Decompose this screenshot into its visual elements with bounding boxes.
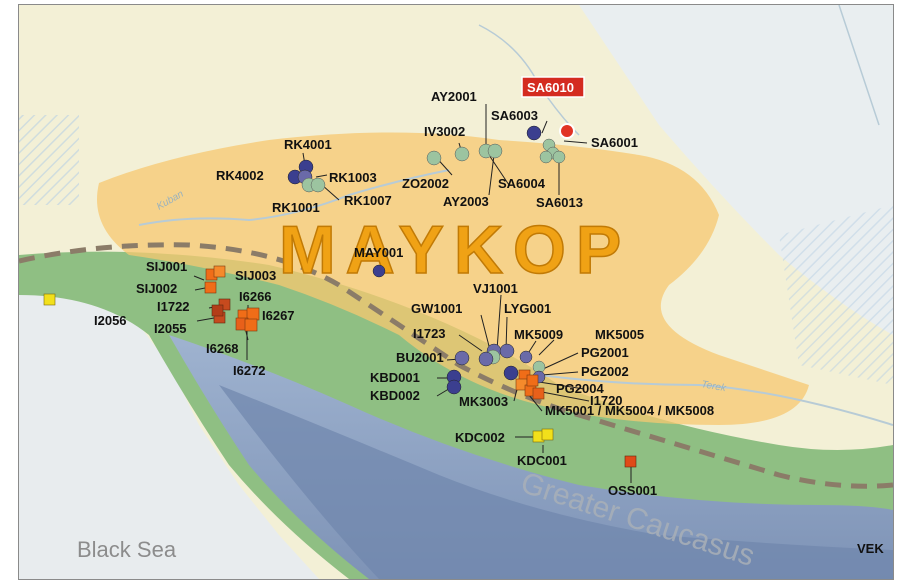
highlight-label: SA6010 <box>527 80 574 95</box>
marker-I6272[interactable] <box>244 318 258 332</box>
marker-SA6004[interactable] <box>539 150 553 164</box>
marker-SIJ003[interactable] <box>213 265 226 278</box>
marker-I1723[interactable] <box>478 351 494 367</box>
label-LYG001: LYG001 <box>504 301 551 316</box>
label-I1722: I1722 <box>157 299 190 314</box>
label-MK5009: MK5009 <box>514 327 563 342</box>
label-MK5005: MK5005 <box>595 327 644 342</box>
marker-MAY001[interactable] <box>372 264 386 278</box>
label-SA6013: SA6013 <box>536 195 583 210</box>
culture-label: MAYKOP <box>279 212 631 288</box>
label-I2056: I2056 <box>94 313 127 328</box>
marker-LYG001[interactable] <box>499 343 515 359</box>
black-sea-area <box>19 275 319 579</box>
label-KBD002: KBD002 <box>370 388 420 403</box>
label-KDC002: KDC002 <box>455 430 505 445</box>
kuban-river <box>138 169 450 226</box>
marker-I2056[interactable] <box>211 304 224 317</box>
square-markers <box>43 265 637 468</box>
map-figure: MAYKOP Black Sea Greater Caucasus Kuban … <box>18 4 894 580</box>
label-AY2001: AY2001 <box>431 89 477 104</box>
label-SA6003: SA6003 <box>491 108 538 123</box>
label-GW1001: GW1001 <box>411 301 462 316</box>
marker-BU2001[interactable] <box>454 350 470 366</box>
mountain-high <box>219 385 893 579</box>
marker-KDC001[interactable] <box>541 428 554 441</box>
label-MK3003: MK3003 <box>459 394 508 409</box>
label-AY2003: AY2003 <box>443 194 489 209</box>
label-MK5001: MK5001 / MK5004 / MK5008 <box>545 403 714 418</box>
label-I6267: I6267 <box>262 308 295 323</box>
label-SIJ001: SIJ001 <box>146 259 187 274</box>
label-PG2004: PG2004 <box>556 381 604 396</box>
label-I1720: I1720 <box>590 393 623 408</box>
markers <box>287 123 575 395</box>
label-I1723: I1723 <box>413 326 446 341</box>
label-PG2002: PG2002 <box>581 364 629 379</box>
marker-KBD002[interactable] <box>446 379 462 395</box>
marker-SA6013[interactable] <box>552 150 566 164</box>
label-KBD001: KBD001 <box>370 370 420 385</box>
marker-I6267[interactable] <box>246 307 260 321</box>
label-I6266: I6266 <box>239 289 272 304</box>
marker-RK1007[interactable] <box>310 177 326 193</box>
label-SIJ002: SIJ002 <box>136 281 177 296</box>
wetland-east <box>779 205 893 385</box>
edge-label: VEK <box>857 541 884 556</box>
label-IV3002: IV3002 <box>424 124 465 139</box>
label-RK4001: RK4001 <box>284 137 332 152</box>
label-I6268: I6268 <box>206 341 239 356</box>
wetland-west <box>19 115 79 205</box>
terek-river <box>538 374 893 426</box>
label-OSS001: OSS001 <box>608 483 657 498</box>
marker-OSS001[interactable] <box>624 455 637 468</box>
marker-SA6003[interactable] <box>526 125 542 141</box>
marker-IV3002[interactable] <box>454 146 470 162</box>
eastern-river <box>838 5 880 126</box>
sea-label: Black Sea <box>77 537 177 562</box>
maykop-culture-area <box>97 132 809 425</box>
label-I6272: I6272 <box>233 363 266 378</box>
river-label-terek: Terek <box>700 379 727 394</box>
map-canvas: MAYKOP Black Sea Greater Caucasus Kuban … <box>19 5 893 579</box>
label-BU2001: BU2001 <box>396 350 444 365</box>
boundary-line <box>19 242 893 489</box>
label-SA6004: SA6004 <box>498 176 546 191</box>
marker-SIJ002[interactable] <box>204 281 217 294</box>
label-MAY001: MAY001 <box>354 245 403 260</box>
marker-AY2003[interactable] <box>487 143 503 159</box>
marker-PG2004[interactable] <box>526 374 539 387</box>
label-SIJ003: SIJ003 <box>235 268 276 283</box>
marker-SA6010[interactable] <box>559 123 575 139</box>
label-RK1003: RK1003 <box>329 170 377 185</box>
label-VJ1001: VJ1001 <box>473 281 518 296</box>
label-PG2001: PG2001 <box>581 345 629 360</box>
marker-I1722[interactable] <box>218 298 231 311</box>
label-I2055: I2055 <box>154 321 187 336</box>
label-SA6001: SA6001 <box>591 135 638 150</box>
marker-ZO2002[interactable] <box>426 150 442 166</box>
marker-MK5009[interactable] <box>519 350 533 364</box>
marker-west-edge[interactable] <box>43 293 56 306</box>
marker-MK3003-circle[interactable] <box>503 365 519 381</box>
label-RK4002: RK4002 <box>216 168 264 183</box>
foothills-forest <box>19 251 893 579</box>
label-KDC001: KDC001 <box>517 453 567 468</box>
label-RK1001: RK1001 <box>272 200 320 215</box>
marker-I1720[interactable] <box>532 387 545 400</box>
label-RK1007: RK1007 <box>344 193 392 208</box>
highlight-box <box>521 76 585 98</box>
site-labels: AY2001 SA6003 IV3002 SA6001 RK4001 RK400… <box>94 89 714 498</box>
label-ZO2002: ZO2002 <box>402 176 449 191</box>
